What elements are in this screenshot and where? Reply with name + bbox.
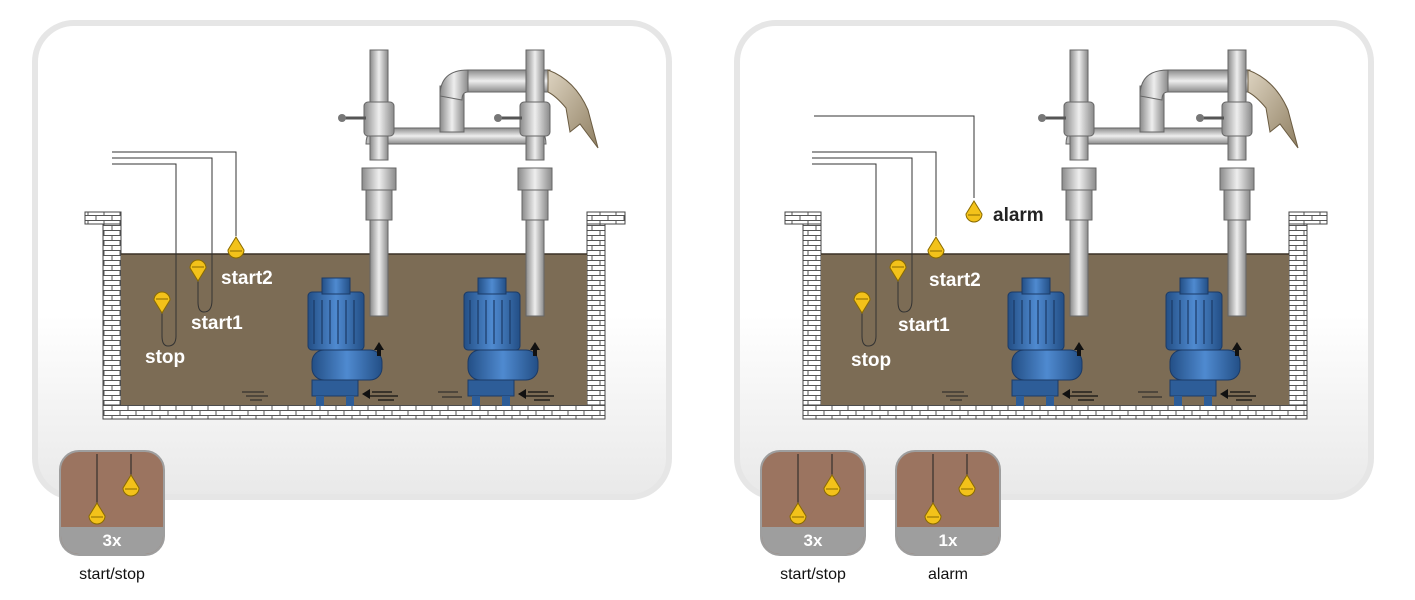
badge-count: 3x: [61, 527, 163, 554]
float-switch-icon: [789, 454, 841, 525]
float-start2-right: [927, 236, 945, 259]
label-alarm-right: alarm: [993, 205, 1044, 226]
float-switch-icon: [924, 454, 976, 525]
left-float-cables: [112, 151, 237, 347]
right-float-cables: [812, 115, 975, 347]
float-switch-icon: [88, 454, 140, 525]
label-start1-right: start1: [898, 315, 950, 336]
badge-alarm: 1x: [895, 450, 1001, 556]
left-discharge-pipework: [365, 69, 599, 149]
badge-count: 3x: [762, 527, 864, 554]
label-stop-right: stop: [851, 350, 892, 371]
badge-caption: start/stop: [780, 566, 846, 583]
label-start2-right: start2: [929, 270, 981, 291]
label-stop-left: stop: [145, 347, 186, 368]
right-discharge-pipework: [1065, 69, 1299, 149]
float-start2-left: [227, 236, 245, 259]
badge-caption: alarm: [927, 566, 968, 583]
badge-count: 1x: [897, 527, 999, 554]
float-alarm-right: [965, 200, 983, 223]
badge-start-stop-left: 3x: [59, 450, 165, 556]
label-start2-left: start2: [221, 268, 273, 289]
badge-caption: start/stop: [79, 566, 145, 583]
badge-start-stop-right: 3x: [760, 450, 866, 556]
label-start1-left: start1: [191, 313, 243, 334]
